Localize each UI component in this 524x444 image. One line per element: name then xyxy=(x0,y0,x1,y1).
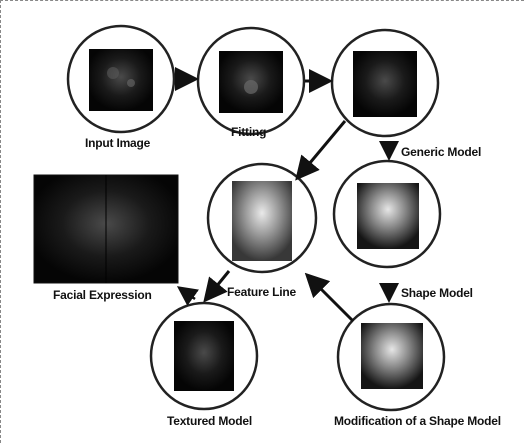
node-feature-line xyxy=(206,162,318,274)
shape-model-thumbnail xyxy=(357,183,419,249)
label-modification: Modification of a Shape Model xyxy=(334,414,501,428)
label-feature-line: Feature Line xyxy=(227,285,296,299)
arrow-modification-to-feature xyxy=(304,272,355,323)
arrow-to-facial-expression xyxy=(176,286,200,306)
input-image-thumbnail xyxy=(89,49,153,111)
feature-line-thumbnail xyxy=(232,181,292,261)
textured-model-thumbnail xyxy=(174,321,234,391)
generic-model-thumbnail xyxy=(353,51,417,117)
node-generic-model xyxy=(330,28,440,138)
node-textured-model xyxy=(149,301,259,411)
label-shape-model: Shape Model xyxy=(401,286,473,300)
node-fitting xyxy=(196,26,306,136)
arrow-generic-to-feature xyxy=(295,120,347,181)
label-generic-model: Generic Model xyxy=(401,145,482,159)
node-shape-model xyxy=(332,159,442,269)
arrow-feature-to-textured xyxy=(203,270,231,303)
label-fitting: Fitting xyxy=(231,125,267,139)
modification-thumbnail xyxy=(361,323,423,389)
label-textured-model: Textured Model xyxy=(167,414,252,428)
label-input-image: Input Image xyxy=(85,136,151,150)
label-facial-expression: Facial Expression xyxy=(53,288,152,302)
node-facial-expression xyxy=(33,174,179,284)
node-modification xyxy=(336,302,446,412)
node-input-image xyxy=(66,24,176,134)
